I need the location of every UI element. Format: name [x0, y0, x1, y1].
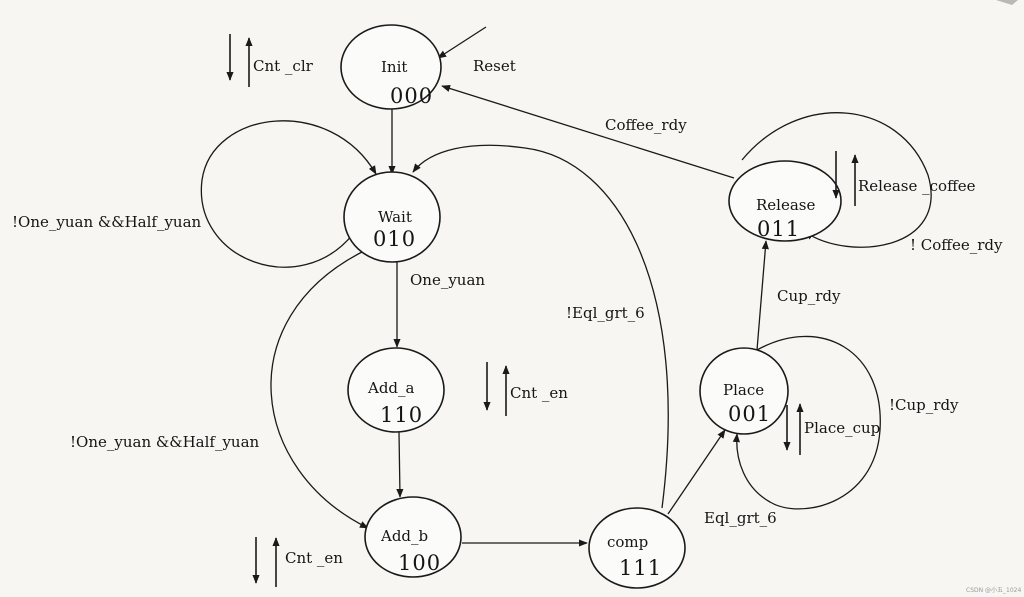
state-add-b: Add_b 100	[364, 496, 462, 578]
not-eql-grt-6-label: !Eql_grt_6	[566, 304, 645, 322]
state-code: 110	[380, 403, 423, 427]
state-code: 011	[757, 217, 800, 241]
not-cup-rdy-label: !Cup_rdy	[889, 396, 959, 414]
signal-place-cup: Place_cup	[783, 403, 880, 455]
cnt-en-b-label: Cnt _en	[285, 549, 343, 567]
corner-artifact	[996, 0, 1018, 5]
release-to-init-arrow	[441, 85, 735, 179]
state-init: Init 000	[340, 24, 442, 110]
release-self-loop	[741, 112, 932, 248]
watermark: CSDN @小五_1024	[966, 586, 1021, 594]
transition-labels: Reset Coffee_rdy !One_yuan &&Half_yuan O…	[12, 57, 1003, 527]
wait-self-loop	[200, 120, 377, 268]
state-release: Release 011	[728, 160, 842, 242]
state-code: 111	[619, 556, 662, 580]
cnt-clr-label: Cnt _clr	[253, 57, 314, 75]
state-wait: Wait 010	[343, 171, 441, 263]
wait-to-add-b-label: !One_yuan &&Half_yuan	[70, 433, 260, 451]
state-code: 001	[728, 402, 771, 426]
state-comp: comp 111	[588, 507, 686, 589]
transition-edges	[200, 26, 932, 547]
place-self-loop	[732, 335, 881, 510]
comp-to-wait-curve	[412, 144, 669, 509]
coffee-rdy-label: Coffee_rdy	[605, 116, 687, 134]
not-coffee-rdy-label: ! Coffee_rdy	[910, 236, 1003, 254]
state-place: Place 001	[699, 347, 789, 435]
signal-cnt-en-a: Cnt _en	[483, 362, 568, 416]
signal-release-coffee: Release _coffee	[832, 151, 976, 206]
state-code: 100	[398, 551, 441, 575]
place-cup-label: Place_cup	[804, 419, 880, 437]
state-name: Add_a	[367, 379, 415, 397]
state-name: Wait	[378, 208, 412, 226]
release-coffee-label: Release _coffee	[858, 177, 976, 195]
reset-label: Reset	[473, 57, 516, 75]
state-name: Init	[381, 58, 407, 76]
signal-cnt-clr: Cnt _clr	[226, 34, 314, 87]
state-add-a: Add_a 110	[347, 347, 445, 433]
wait-to-add-b-curve	[270, 251, 369, 529]
state-name: Release	[756, 196, 815, 214]
state-code: 000	[390, 84, 433, 108]
add-a-to-add-b-arrow	[396, 431, 404, 498]
state-name: Place	[723, 381, 764, 399]
eql-grt-6-label: Eql_grt_6	[704, 509, 777, 527]
cnt-en-a-label: Cnt _en	[510, 384, 568, 402]
signal-cnt-en-b: Cnt _en	[252, 537, 343, 587]
reset-arrow	[437, 26, 487, 59]
cup-rdy-label: Cup_rdy	[777, 287, 841, 305]
state-name: Add_b	[380, 527, 428, 545]
state-name: comp	[607, 533, 648, 551]
state-code: 010	[373, 227, 416, 251]
one-yuan-label: One_yuan	[410, 271, 485, 289]
comp-to-place-arrow	[667, 429, 726, 515]
wait-self-label: !One_yuan &&Half_yuan	[12, 213, 202, 231]
place-to-release-arrow	[756, 240, 769, 351]
